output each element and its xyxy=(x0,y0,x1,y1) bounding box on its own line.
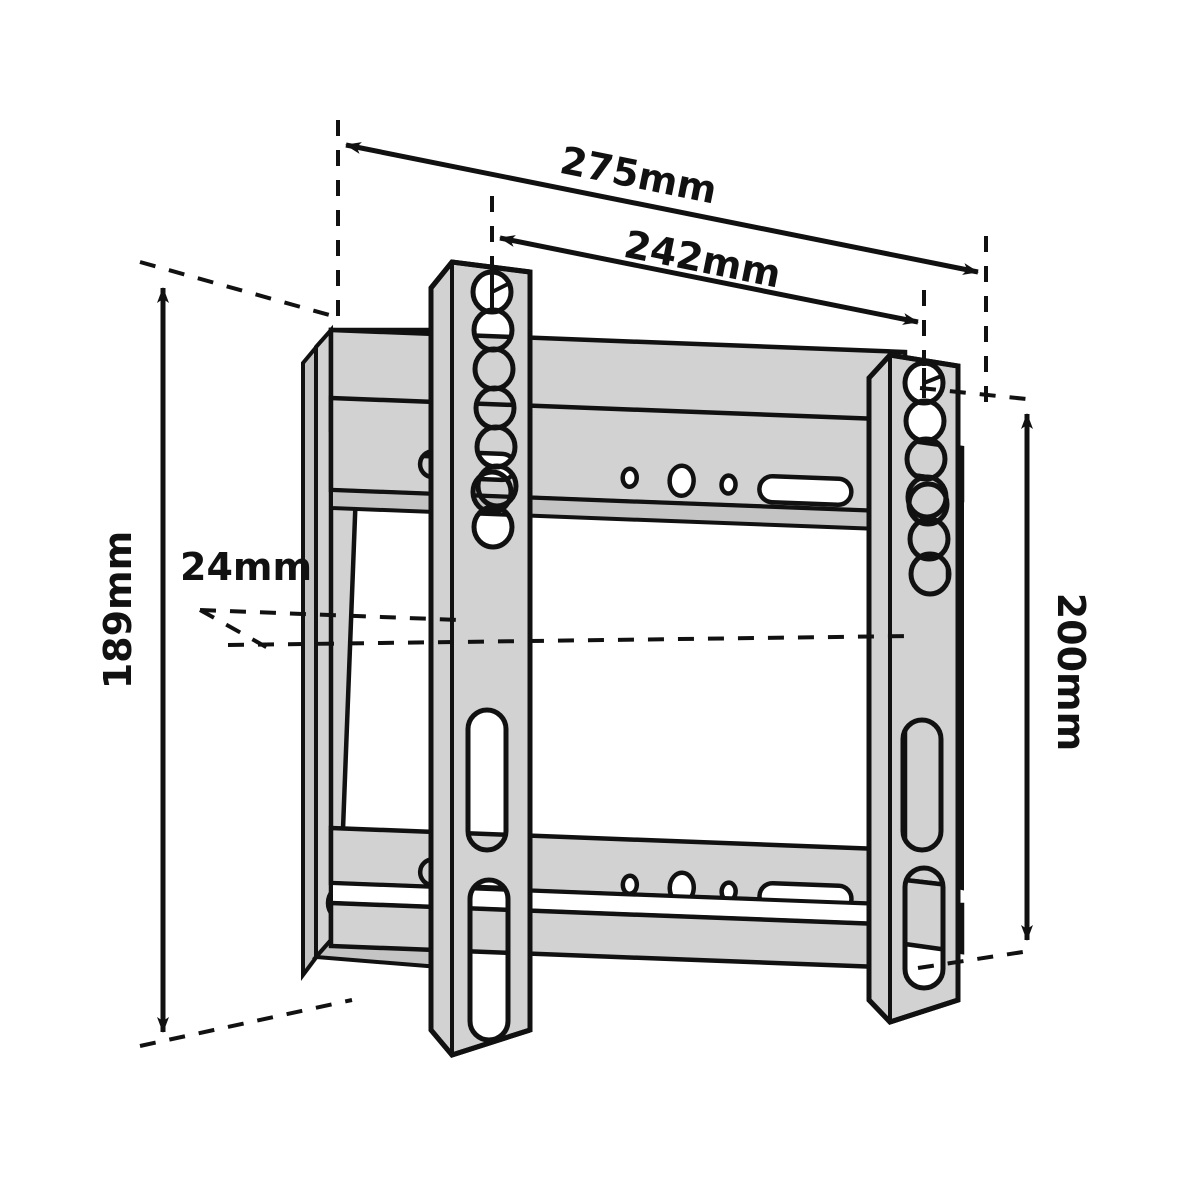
dim-label-242: 242mm xyxy=(621,222,785,296)
dimension-rail-height: 200mm xyxy=(1021,413,1093,941)
right-rail-center-mark xyxy=(922,368,945,398)
dimension-depth: 24mm xyxy=(180,545,312,589)
ext-line-height-top xyxy=(139,260,341,320)
upper-cross-bar xyxy=(328,327,937,533)
dimension-vesa-width: 242mm xyxy=(499,222,919,325)
bracket-assembly xyxy=(301,259,965,1058)
dim-label-200: 200mm xyxy=(1049,593,1093,752)
ext-line-rail-top xyxy=(919,386,1037,402)
ext-line-height-bottom xyxy=(139,998,353,1048)
left-vertical-rail xyxy=(428,259,533,1058)
leader-depth-diagonal xyxy=(199,608,269,650)
right-rail-holes xyxy=(900,360,952,991)
lower-cross-bar xyxy=(328,825,937,971)
right-vertical-rail xyxy=(866,352,961,1025)
ext-line-rail-bottom xyxy=(917,948,1037,970)
dimension-overall-height: 189mm xyxy=(96,287,169,1033)
dim-label-24: 24mm xyxy=(180,545,312,589)
dim-line-242 xyxy=(499,235,919,325)
ext-line-depth-lower xyxy=(227,634,911,647)
ext-line-depth-upper xyxy=(199,608,461,622)
dim-label-189: 189mm xyxy=(96,531,140,690)
